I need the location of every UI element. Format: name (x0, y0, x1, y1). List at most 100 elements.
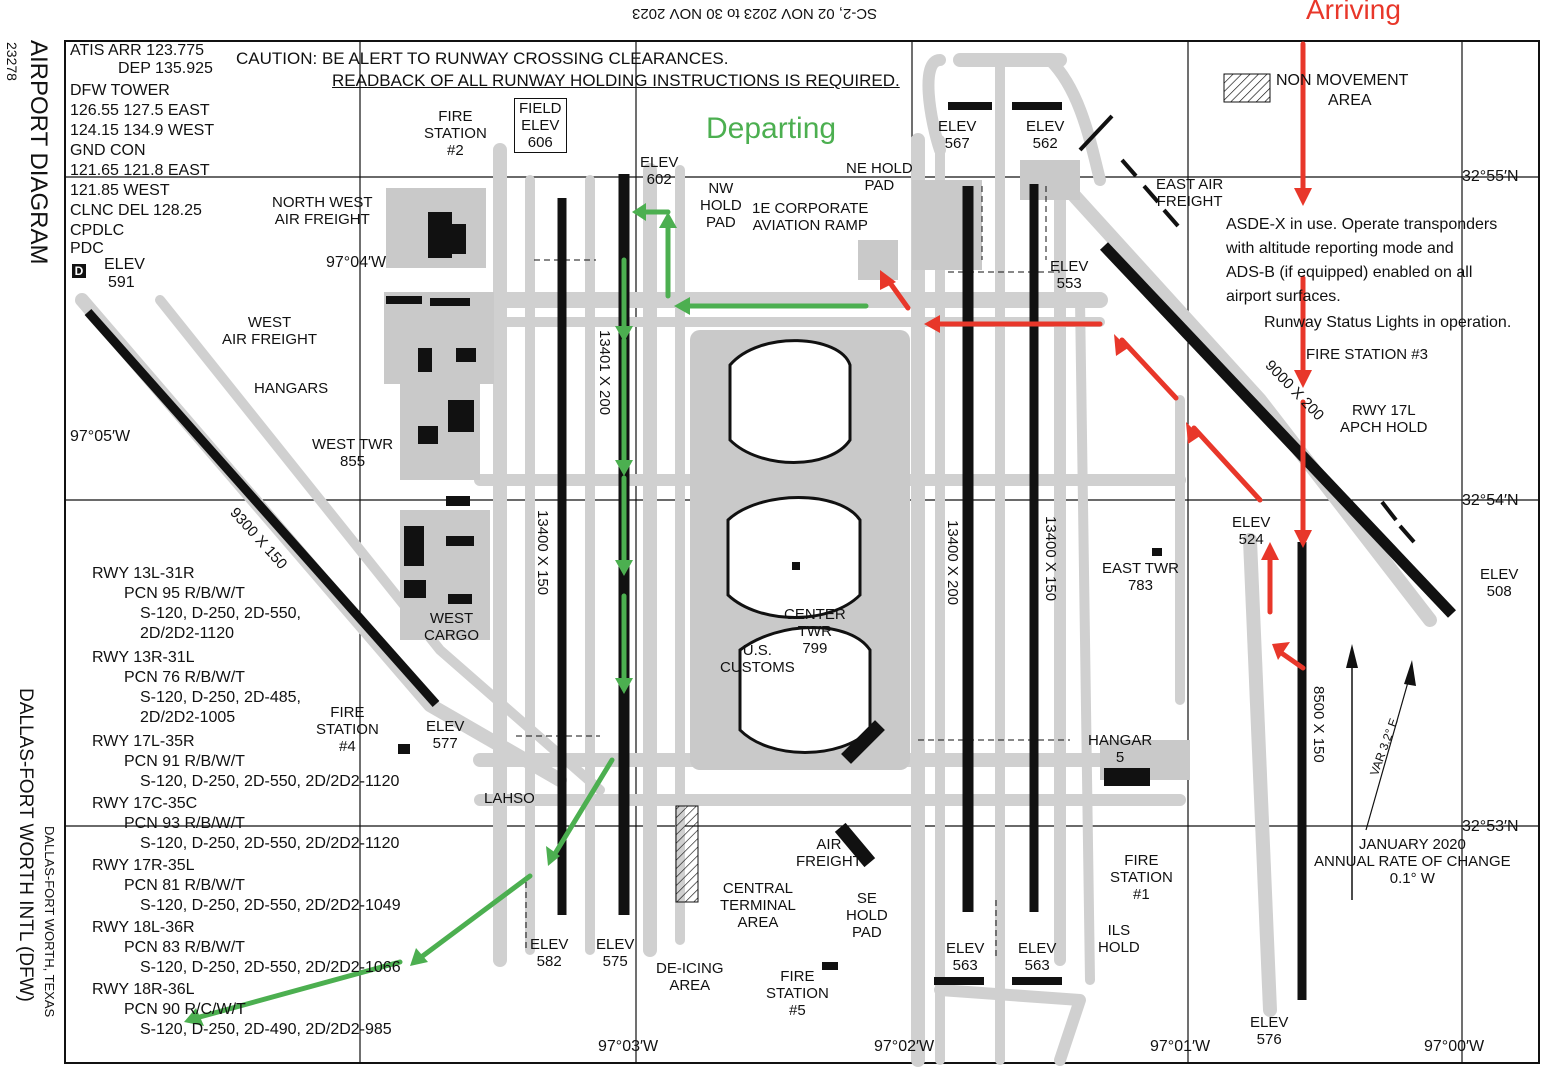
non-movement-label-1: NON MOVEMENT (1276, 72, 1409, 89)
d-symbol: D (72, 262, 86, 280)
runway-info-line: PCN 81 R/B/W/T (124, 877, 245, 894)
runway-info-line: PCN 76 R/B/W/T (124, 669, 245, 686)
elev-563-west: ELEV 563 (946, 940, 985, 974)
nw-air-freight: NORTH WEST AIR FREIGHT (272, 194, 373, 228)
clnc-del: CLNC DEL 128.25 (70, 202, 202, 219)
lon-01: 97°01′W (1150, 1038, 1211, 1055)
elev-563-east: ELEV 563 (1018, 940, 1057, 974)
nw-hold-pad: NW HOLD PAD (700, 180, 742, 231)
arriving-annotation: Arriving (1306, 0, 1401, 25)
elev-508: ELEV 508 (1480, 566, 1519, 600)
lon-03: 97°03′W (598, 1038, 659, 1055)
hold-short-lines (516, 186, 1070, 960)
elev-591-value: 591 (108, 274, 135, 291)
cpdlc: CPDLC (70, 222, 125, 239)
us-customs: U.S. CUSTOMS (720, 642, 795, 676)
runway-info-name: RWY 17C-35C (92, 795, 198, 812)
annual-rate-of-change: JANUARY 2020 ANNUAL RATE OF CHANGE 0.1° … (1314, 836, 1511, 887)
runway-info-name: RWY 13L-31R (92, 565, 195, 582)
lahso-label: LAHSO (484, 790, 535, 807)
runway-info-line: PCN 83 R/B/W/T (124, 939, 245, 956)
west-tower: WEST TWR 855 (312, 436, 394, 470)
elev-567: ELEV 567 (938, 118, 977, 152)
runway-info-line: PCN 93 R/B/W/T (124, 815, 245, 832)
central-terminal-area: CENTRAL TERMINAL AREA (720, 880, 796, 931)
lat-53: 32°53′N (1462, 818, 1519, 835)
non-movement-label-2: AREA (1328, 92, 1372, 109)
asde-note-2: with altitude reporting mode and (1226, 240, 1454, 257)
rwy-17r-dim: 13400 X 150 (1042, 516, 1059, 602)
north-arrow (1346, 644, 1416, 900)
deicing-area: DE-ICING AREA (656, 960, 724, 994)
runway-info-line: S-120, D-250, 2D-490, 2D/2D2-985 (140, 1021, 392, 1038)
runway-info-line: S-120, D-250, 2D-550, 2D/2D2-1120 (140, 773, 400, 790)
se-hold-pad: SE HOLD PAD (846, 890, 888, 941)
runways (84, 174, 1456, 1000)
chart-title: AIRPORT DIAGRAM (25, 40, 52, 265)
runway-dashes (1078, 114, 1416, 544)
runway-info-line: S-120, D-250, 2D-550, (140, 605, 301, 622)
ils-hold-label: ILS HOLD (1098, 922, 1140, 956)
east-tower: EAST TWR 783 (1102, 560, 1179, 594)
lon-04: 97°04′W (326, 254, 387, 271)
rsl-note: Runway Status Lights in operation. (1264, 314, 1512, 331)
center-tower: CENTER TWR 799 (784, 606, 846, 657)
rwy-18l-dim: 13401 X 200 (596, 330, 613, 416)
airport-name: DALLAS-FORT WORTH INTL (DFW) (15, 688, 36, 1002)
airport-city: DALLAS-FORT WORTH, TEXAS (42, 826, 57, 1018)
route-arrows (193, 41, 1306, 1021)
elev-582: ELEV 582 (530, 936, 569, 970)
runway-info-line: S-120, D-250, 2D-550, 2D/2D2-1049 (140, 897, 401, 914)
west-cargo: WEST CARGO (424, 610, 480, 644)
gnd-east-freq: 121.65 121.8 EAST (70, 162, 210, 179)
fire-station-1: FIRE STATION #1 (1110, 852, 1173, 903)
non-movement-legend-swatch (1223, 73, 1271, 103)
east-air-freight: EAST AIR FREIGHT (1156, 176, 1224, 210)
ne-hold-pad: NE HOLD PAD (846, 160, 913, 194)
elev-562: ELEV 562 (1026, 118, 1065, 152)
rwy-17l-dim: 8500 X 150 (1310, 686, 1327, 763)
runway-info-line: PCN 95 R/B/W/T (124, 585, 245, 602)
elev-576: ELEV 576 (1250, 1014, 1289, 1048)
lat-54: 32°54′N (1462, 492, 1519, 509)
runway-info-item: RWY 17C-35C PCN 93 R/B/W/T S-120, D-250, 2… (92, 794, 399, 854)
air-freight: AIR FREIGHT (796, 836, 862, 870)
runway-info-name: RWY 18L-36R (92, 919, 195, 936)
hangars: HANGARS (254, 380, 329, 397)
gnd-con: GND CON (70, 142, 146, 159)
elev-524: ELEV 524 (1232, 514, 1271, 548)
lat-55: 32°55′N (1462, 168, 1519, 185)
corporate-ramp: 1E CORPORATE AVIATION RAMP (752, 200, 869, 234)
asde-note-4: airport surfaces. (1226, 288, 1341, 305)
caution-line-1: CAUTION: BE ALERT TO RUNWAY CROSSING CLE… (236, 49, 729, 68)
fire-station-4: FIRE STATION #4 (316, 704, 379, 755)
dfw-tower: DFW TOWER (70, 82, 170, 99)
runway-info-line: S-120, D-250, 2D-550, 2D/2D2-1066 (140, 959, 401, 976)
runway-info-line: 2D/2D2-1120 (140, 625, 234, 642)
runway-info-item: RWY 18L-36R PCN 83 R/B/W/T S-120, D-250, 2… (92, 918, 401, 978)
chart-frame (64, 40, 1540, 1064)
asde-note-1: ASDE-X in use. Operate transponders (1226, 216, 1498, 233)
runway-info-line: S-120, D-250, 2D-550, 2D/2D2-1120 (140, 835, 400, 852)
runway-info-line: 2D/2D2-1005 (140, 709, 236, 726)
runway-info-name: RWY 13R-31L (92, 649, 195, 666)
tower-east-freq: 126.55 127.5 EAST (70, 102, 210, 119)
hangar-5: HANGAR 5 (1088, 732, 1153, 766)
arrow-heads (184, 188, 1312, 1026)
taxiway-network (75, 53, 1437, 1067)
runway-info-item: RWY 17R-35L PCN 81 R/B/W/T S-120, D-250, 2… (92, 856, 401, 916)
runway-info-item: RWY 13L-31R PCN 95 R/B/W/T S-120, D-250, 2… (92, 564, 301, 644)
atis-arr: ATIS ARR 123.775 (70, 42, 204, 59)
runway-info-line: PCN 91 R/B/W/T (124, 753, 245, 770)
departing-annotation: Departing (706, 112, 837, 145)
gnd-west-freq: 121.85 WEST (70, 182, 170, 199)
elev-575: ELEV 575 (596, 936, 635, 970)
deicing-area-hatch (675, 805, 699, 903)
buildings (386, 212, 1162, 970)
runway-info-name: RWY 17R-35L (92, 857, 195, 874)
